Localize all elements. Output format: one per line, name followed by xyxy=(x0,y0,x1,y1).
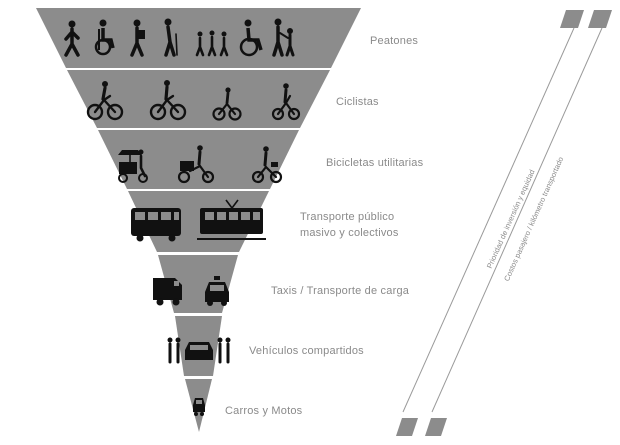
wheelchair-user-icon xyxy=(94,19,115,56)
tier-vehiculos-compartidos xyxy=(167,316,231,376)
tier-label-ciclistas: Ciclistas xyxy=(336,96,379,108)
tram-icon xyxy=(197,199,266,240)
tier-label-taxis-carga: Taxis / Transporte de carga xyxy=(271,285,410,297)
pedestrian-walking-icon xyxy=(64,20,80,57)
tier-ciclistas xyxy=(67,70,330,128)
adult-with-child-icon xyxy=(272,18,295,57)
tier-taxis-carga xyxy=(153,255,238,313)
taxi-icon xyxy=(205,276,229,306)
tier-band xyxy=(36,8,361,68)
side-axis: Prioridad de inversión y equidad Costos … xyxy=(396,10,612,436)
axis-line-left xyxy=(402,27,575,413)
bus-icon xyxy=(131,208,181,242)
vendor-tricycle-icon xyxy=(118,149,148,183)
arrow-tip-top-right xyxy=(588,10,612,28)
bicycle-rider-icon xyxy=(86,81,124,121)
tier-bicicletas-utilitarias xyxy=(98,130,299,189)
elderly-with-cane-icon xyxy=(164,18,178,57)
tier-label-transporte-publico-line2: masivo y colectivos xyxy=(300,227,399,239)
cargo-bike-icon xyxy=(177,145,215,184)
tier-peatones xyxy=(36,8,361,68)
car-icon xyxy=(193,398,205,416)
tier-carros-motos xyxy=(185,379,212,432)
bicycle-rider-icon xyxy=(149,80,187,121)
arrow-tip-bottom-left xyxy=(396,418,418,436)
tier-label-carros-motos: Carros y Motos xyxy=(225,405,303,417)
delivery-van-icon xyxy=(153,278,182,306)
children-group-icon xyxy=(195,30,229,57)
wheelchair-icon xyxy=(239,19,263,57)
folding-bike-rider-icon xyxy=(271,83,301,121)
carpool-car-with-people-icon xyxy=(167,337,231,364)
tier-band xyxy=(67,70,330,128)
tier-label-peatones: Peatones xyxy=(370,35,418,47)
tier-label-bicicletas-utilitarias: Bicicletas utilitarias xyxy=(326,157,424,169)
tier-label-vehiculos-compartidos: Vehículos compartidos xyxy=(249,345,364,357)
pedestrian-with-bag-icon xyxy=(130,19,145,57)
arrow-tip-top-left xyxy=(560,10,584,28)
tier-label-transporte-publico-line1: Transporte público xyxy=(300,211,394,223)
arrow-tip-bottom-right xyxy=(425,418,447,436)
child-cyclist-icon xyxy=(212,87,242,121)
bike-with-basket-icon xyxy=(251,146,283,184)
axis-line-right xyxy=(431,27,603,413)
tier-transporte-publico xyxy=(128,191,269,252)
